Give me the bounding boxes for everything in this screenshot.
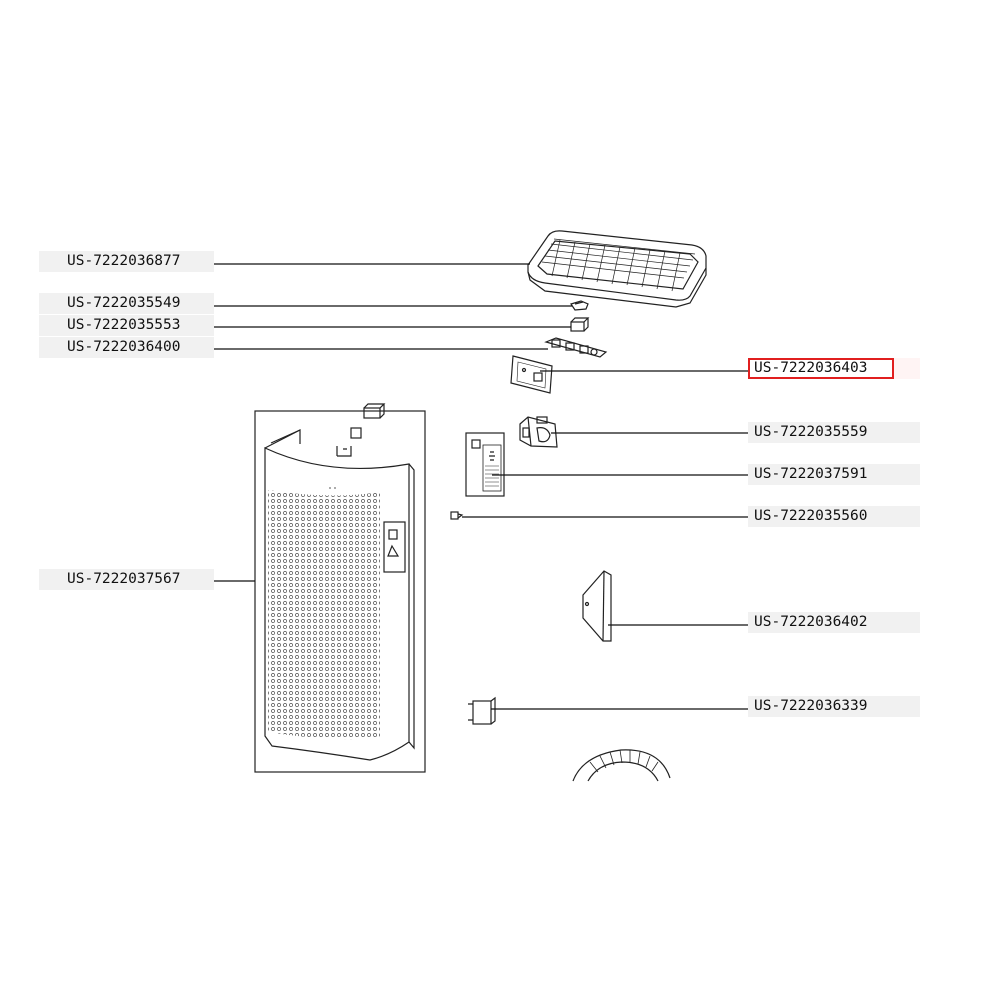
part-label-sensor-cover-panel[interactable]: US-7222037591 xyxy=(748,464,920,485)
part-label-pcb-board-text[interactable]: US-7222036403 xyxy=(754,360,868,376)
part-label-control-board-top[interactable]: US-7222036400 xyxy=(39,337,214,358)
part-label-small-screw[interactable]: US-7222035560 xyxy=(748,506,920,527)
part-label-front-housing[interactable]: US-7222037567 xyxy=(39,569,214,590)
small-screw-drawing xyxy=(450,511,464,520)
part-label-small-clip[interactable]: US-7222035549 xyxy=(39,293,214,314)
perforated-grille xyxy=(268,490,380,740)
part-label-top-grille[interactable]: US-7222036877 xyxy=(39,251,214,272)
front-housing-frame xyxy=(254,410,426,773)
front-housing-drawing xyxy=(264,403,415,761)
pcb-board-drawing xyxy=(510,355,553,394)
part-label-capacitor[interactable]: US-7222036339 xyxy=(748,696,920,717)
control-board-top-drawing xyxy=(544,337,608,358)
part-label-side-plate[interactable]: US-7222036402 xyxy=(748,612,920,633)
leader-lines xyxy=(214,263,748,710)
sensor-cover-panel-drawing xyxy=(465,432,505,497)
small-connector-drawing xyxy=(570,317,590,332)
top-grille-drawing xyxy=(527,230,707,308)
sensor-module-drawing xyxy=(519,416,558,448)
capacitor-drawing xyxy=(468,696,496,725)
part-label-small-connector[interactable]: US-7222035553 xyxy=(39,315,214,336)
part-label-sensor-module[interactable]: US-7222035559 xyxy=(748,422,920,443)
fan-wheel-drawing xyxy=(572,749,671,782)
side-plate-drawing xyxy=(582,570,612,642)
small-clip-drawing xyxy=(570,300,589,311)
